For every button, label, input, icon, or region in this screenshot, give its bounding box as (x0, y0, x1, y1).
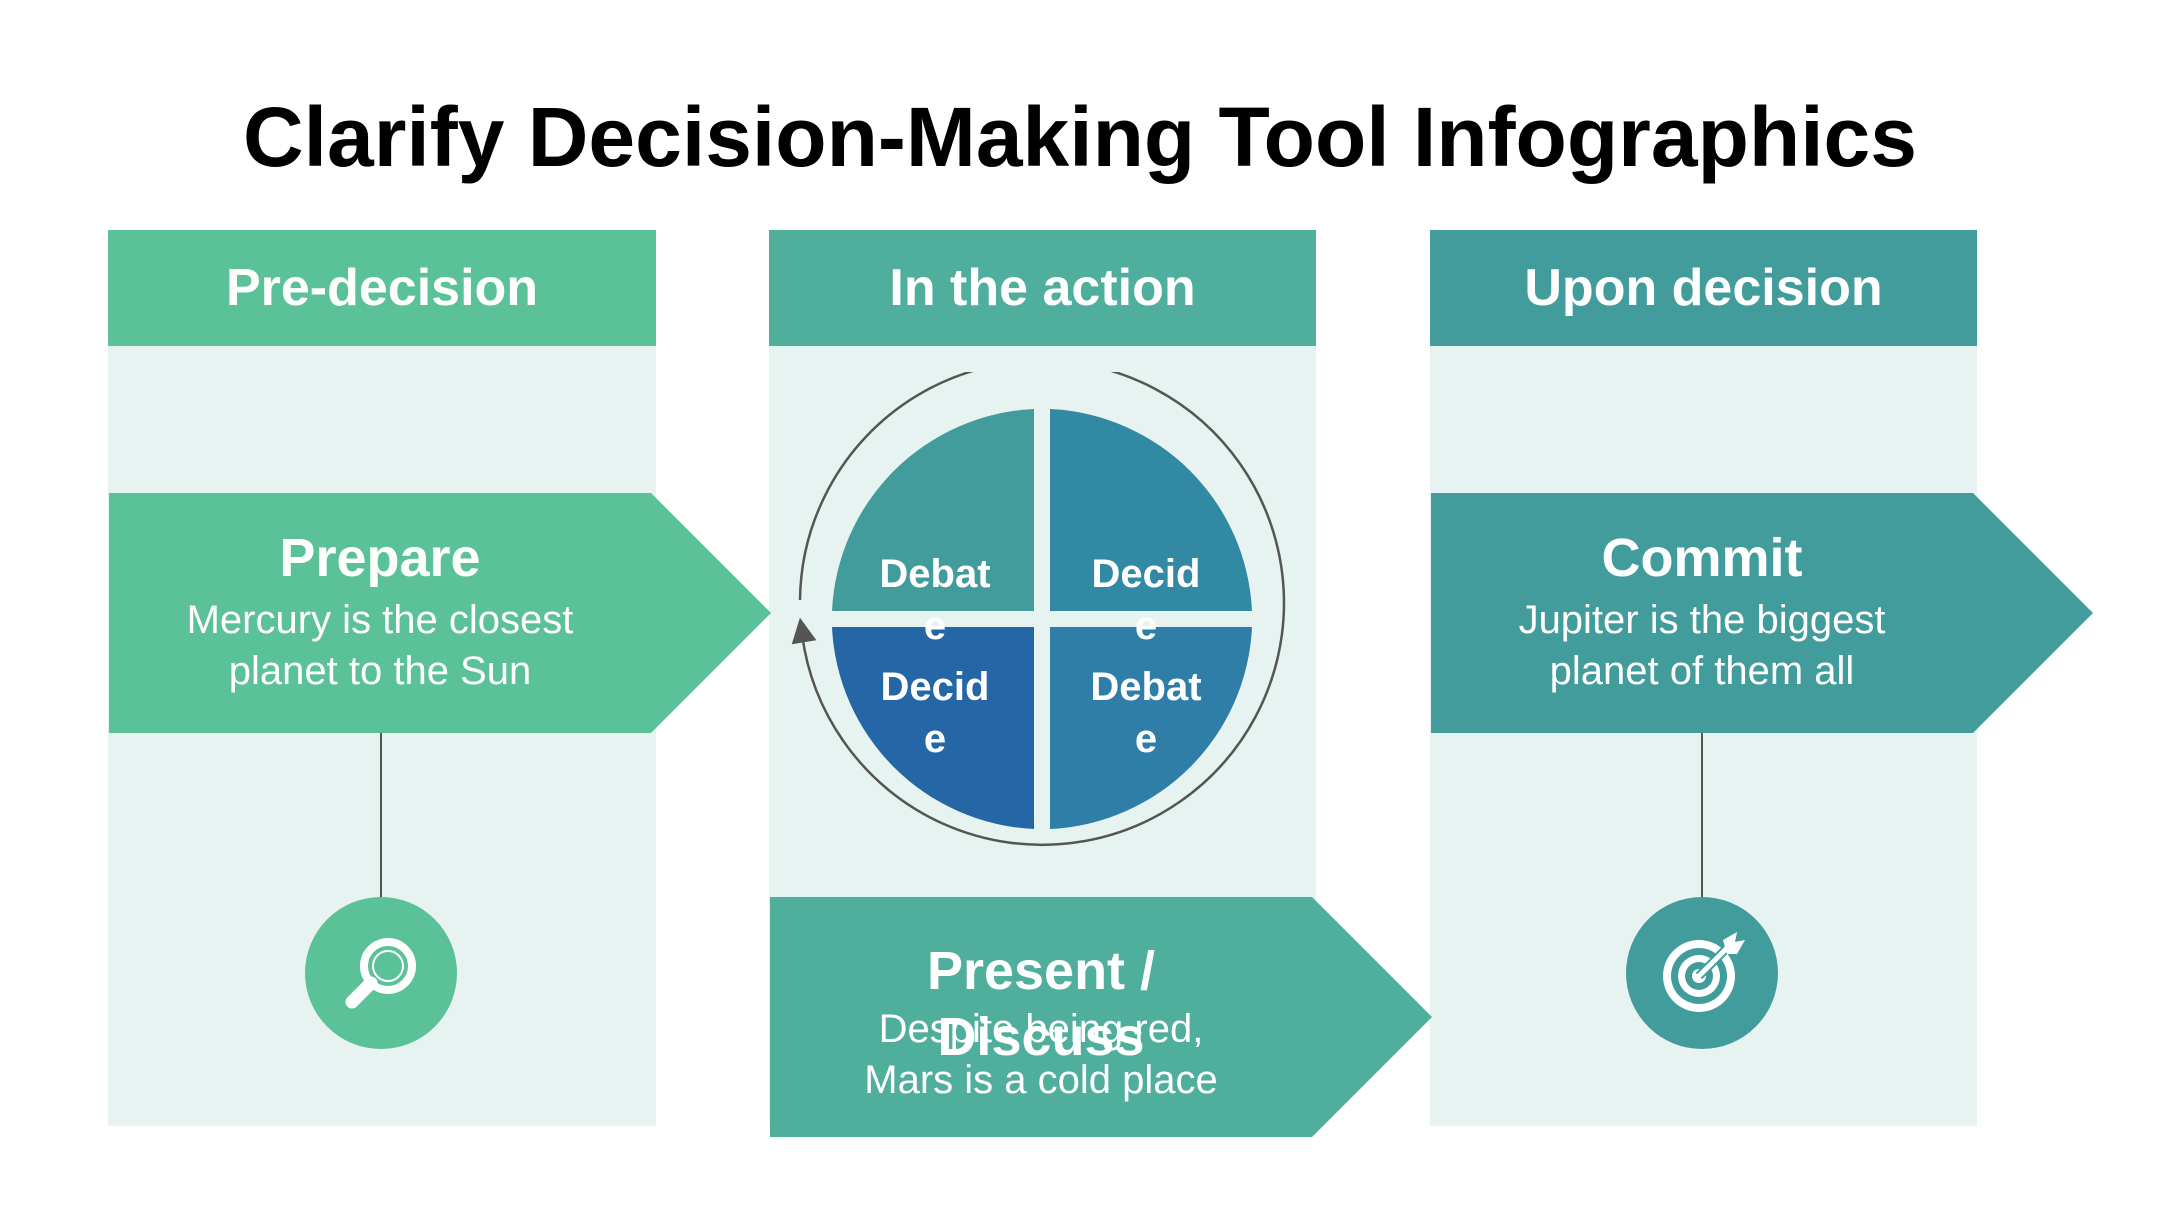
present-title: Present / (927, 938, 1155, 1004)
prepare-desc: Mercury is the closest planet to the Sun (187, 595, 574, 697)
commit-icon-circle (1626, 897, 1778, 1049)
target-icon (1663, 932, 1745, 1012)
magnifier-icon (345, 938, 416, 1009)
present-title-second-line: Discuss (937, 1007, 1145, 1067)
quadrant-label-bottom-right: Debate (1090, 665, 1202, 761)
commit-connector (1701, 733, 1703, 898)
present-desc-line: Mars is a cold place (864, 1058, 1218, 1102)
quadrant-label-top-left: Debate (879, 552, 991, 648)
prepare-connector (380, 733, 382, 898)
commit-desc-line: Jupiter is the biggest (1518, 597, 1886, 642)
present-desc-line: Despite being red, (878, 1007, 1204, 1051)
commit-title: Commit (1601, 528, 1803, 589)
column-header-upon-decision: Upon decision (1430, 230, 1977, 346)
prepare-desc-line: Mercury is the closest (186, 597, 574, 642)
decision-cycle-diagram (791, 372, 1286, 847)
commit-arrow: Commit Jupiter is the biggest planet of … (1431, 493, 2093, 733)
quadrant-label-top-right: Decide (1091, 552, 1201, 648)
quadrant-bottom-left (832, 627, 1034, 829)
prepare-desc-line: planet to the Sun (228, 648, 532, 693)
page-title: Clarify Decision-Making Tool Infographic… (243, 90, 1917, 184)
prepare-arrow: Prepare Mercury is the closest planet to… (109, 493, 771, 733)
prepare-icon-circle (305, 897, 457, 1049)
quadrant-top-right (1050, 409, 1252, 611)
cycle-arrow (791, 617, 817, 645)
commit-desc-line: planet of them all (1549, 648, 1855, 693)
column-header-pre-decision: Pre-decision (108, 230, 656, 346)
cycle-ring (798, 372, 1286, 847)
column-header-in-the-action: In the action (769, 230, 1316, 346)
quadrant-bottom-right (1050, 627, 1252, 829)
commit-desc: Jupiter is the biggest planet of them al… (1519, 595, 1886, 697)
present-title-line: Present / (926, 941, 1156, 1001)
quadrant-top-left (832, 409, 1034, 611)
quadrant-label-bottom-left: Decide (880, 665, 990, 761)
present-desc: Despite being red, Mars is a cold place (864, 1004, 1217, 1106)
prepare-title: Prepare (279, 528, 481, 589)
present-discuss-arrow: Present / Despite being red, Mars is a c… (770, 897, 1432, 1137)
